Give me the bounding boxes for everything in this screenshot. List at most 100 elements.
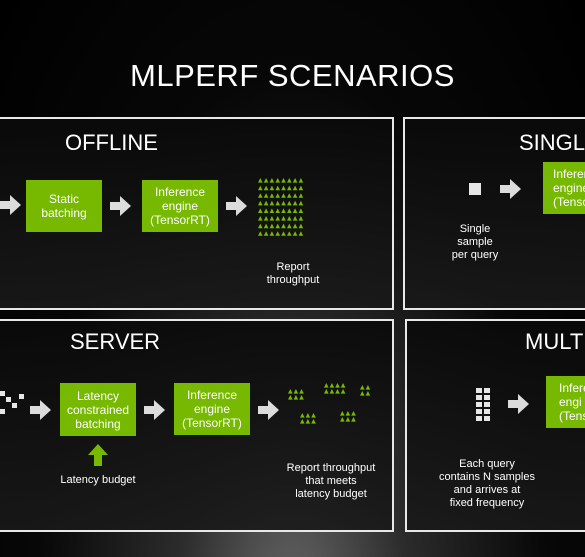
square-icon [476, 395, 482, 400]
triangle-icon [269, 193, 275, 198]
triangle-icon [263, 200, 269, 206]
triangle-icon [365, 391, 371, 396]
triangle-icon [298, 231, 304, 236]
triangle-icon [292, 178, 298, 183]
triangle-icon [351, 411, 356, 416]
triangle-icon [340, 417, 345, 422]
triangle-icon [263, 231, 269, 236]
triangle-icon [329, 383, 335, 388]
triangle-icon [298, 193, 304, 198]
triangle-icon [298, 185, 304, 191]
triangle-icon [335, 383, 340, 388]
square-icon [0, 391, 5, 396]
triangle-icon [298, 178, 304, 183]
triangle-icon [288, 389, 293, 394]
triangle-icon [281, 231, 286, 236]
triangle-icon [351, 417, 356, 422]
multi-engine-box: Infere engi (Tenso [546, 376, 585, 428]
multi-query-label: Each query contains N samples and arrive… [439, 458, 535, 509]
square-icon [484, 395, 490, 400]
triangle-icon [292, 216, 298, 221]
static-batching-box: Static batching [26, 180, 102, 232]
triangle-icon [275, 185, 280, 191]
triangle-icon [345, 411, 351, 416]
triangle-icon [275, 223, 280, 229]
multi-engine-label: Infere engi (Tenso [559, 381, 585, 423]
triangle-icon [287, 185, 292, 191]
offline-samples-grid [258, 178, 304, 236]
triangle-icon [311, 413, 316, 418]
triangle-icon [340, 411, 345, 416]
triangle-icon [299, 395, 304, 400]
triangle-icon [340, 389, 346, 394]
triangle-icon [298, 208, 304, 213]
triangle-icon [298, 216, 304, 221]
server-engine-label: Inference engine (TensorRT) [182, 388, 242, 430]
triangle-icon [269, 231, 275, 236]
triangle-icon [292, 200, 298, 206]
triangle-icon [311, 419, 316, 424]
right-arrow-icon [226, 196, 247, 216]
triangle-icon [287, 223, 292, 229]
square-icon [0, 409, 5, 414]
triangle-icon [275, 178, 280, 183]
triangle-icon [360, 385, 365, 390]
right-arrow-icon [0, 195, 21, 215]
triangle-icon [263, 185, 269, 191]
triangle-icon [340, 383, 346, 388]
triangle-icon [287, 200, 292, 206]
triangle-icon [324, 389, 329, 394]
triangle-icon [287, 178, 292, 183]
triangle-icon [258, 178, 263, 183]
triangle-icon [258, 216, 263, 221]
triangle-icon [263, 193, 269, 198]
offline-engine-label: Inference engine (TensorRT) [150, 185, 210, 227]
triangle-icon [275, 193, 280, 198]
triangle-icon [293, 389, 299, 394]
triangle-icon [269, 208, 275, 213]
triangle-icon [329, 389, 335, 394]
triangle-icon [269, 223, 275, 229]
server-samples [288, 383, 371, 424]
triangle-icon [263, 223, 269, 229]
server-title: SERVER [70, 329, 161, 354]
triangle-icon [275, 208, 280, 213]
triangle-icon [287, 193, 292, 198]
triangle-icon [258, 193, 263, 198]
triangle-icon [287, 216, 292, 221]
triangle-icon [360, 391, 365, 396]
triangle-icon [365, 385, 371, 390]
static-batching-label: Static batching [41, 192, 87, 220]
triangle-icon [292, 208, 298, 213]
latency-batching-box: Latency constrained batching [60, 383, 136, 436]
triangle-icon [298, 223, 304, 229]
triangle-icon [258, 185, 263, 191]
single-sample-label: Single sample per query [451, 223, 499, 261]
triangle-icon [288, 395, 293, 400]
triangle-icon [324, 383, 329, 388]
triangle-icon [281, 200, 286, 206]
square-icon [484, 416, 490, 421]
triangle-icon [305, 419, 311, 424]
offline-title: OFFLINE [65, 130, 158, 155]
triangle-icon [275, 216, 280, 221]
triangle-icon [258, 208, 263, 213]
triangle-icon [300, 419, 305, 424]
single-title: SINGLE [519, 130, 585, 155]
right-arrow-icon [500, 179, 521, 199]
triangle-icon [263, 208, 269, 213]
latency-batching-label: Latency constrained batching [66, 388, 130, 431]
square-icon [476, 416, 482, 421]
triangle-icon [287, 231, 292, 236]
triangle-icon [292, 231, 298, 236]
triangle-icon [299, 389, 304, 394]
latency-budget-label: Latency budget [60, 474, 136, 486]
server-engine-box: Inference engine (TensorRT) [174, 383, 250, 435]
square-icon [476, 388, 482, 393]
square-icon [484, 402, 490, 407]
server-report-label: Report throughput that meets latency bud… [286, 462, 376, 500]
right-arrow-icon [30, 400, 51, 420]
triangle-icon [300, 413, 305, 418]
square-icon [19, 394, 24, 399]
square-icon [484, 388, 490, 393]
